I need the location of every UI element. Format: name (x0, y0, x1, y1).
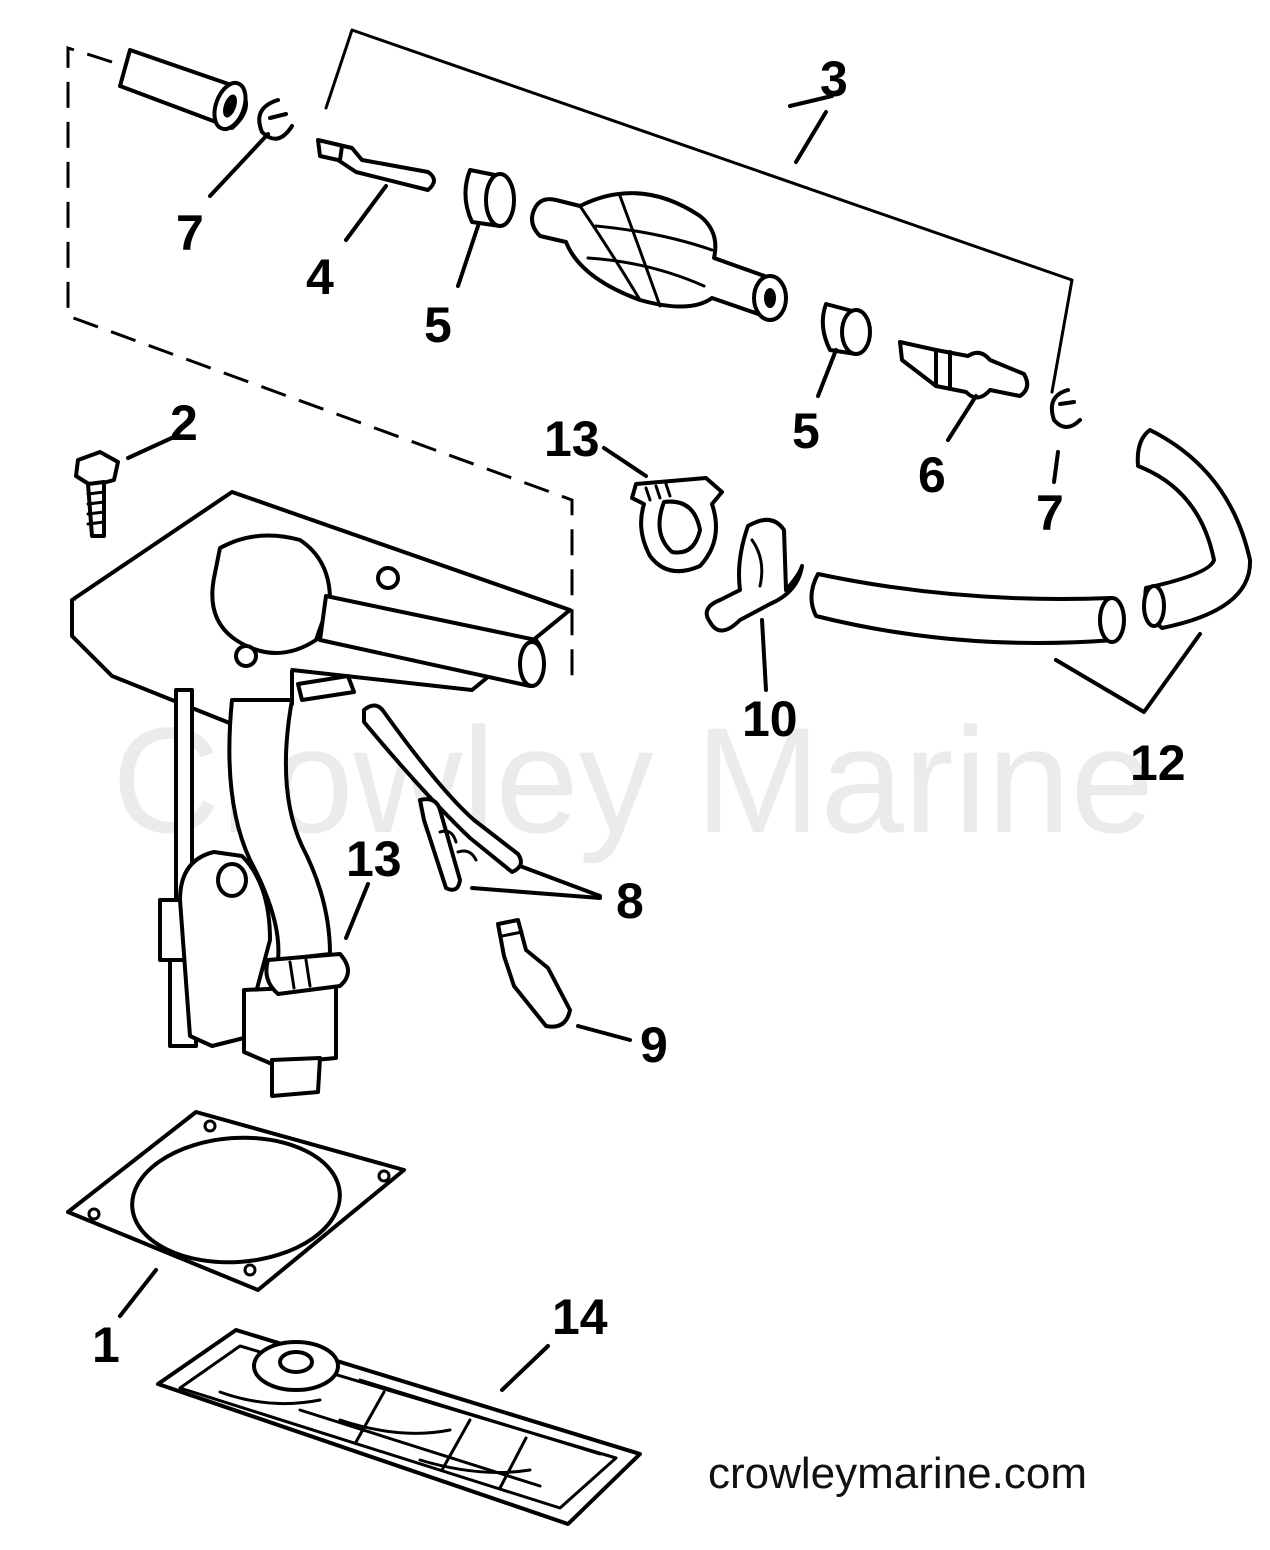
callout-6: 6 (918, 447, 946, 503)
nut-upper (463, 168, 516, 228)
callout-4: 4 (306, 249, 334, 305)
tie-strap (704, 518, 804, 633)
hose-clamp-upper (630, 476, 724, 574)
gasket (66, 1110, 406, 1292)
check-valve-outlet (898, 340, 1030, 400)
callout-1: 1 (92, 1317, 120, 1373)
callout-10: 10 (742, 691, 798, 747)
check-valve-inlet (316, 138, 436, 192)
pickup-filter-screen (156, 1328, 642, 1526)
callout-2: 2 (170, 395, 198, 451)
assembly-boundary (66, 28, 1074, 680)
callout-7-left: 7 (176, 205, 204, 261)
callout-9: 9 (640, 1017, 668, 1073)
primer-bulb (530, 191, 788, 322)
wire-leads (362, 703, 523, 892)
callout-5-upper: 5 (424, 297, 452, 353)
callout-5-right: 5 (792, 403, 820, 459)
site-url[interactable]: crowleymarine.com (708, 1449, 1087, 1498)
callout-13-upper: 13 (544, 411, 600, 467)
callout-12: 12 (1130, 735, 1186, 791)
callout-14: 14 (552, 1289, 608, 1345)
bolt (74, 450, 120, 538)
callout-labels: 3 7 4 5 2 13 5 6 7 10 12 13 8 9 1 14 (92, 51, 1186, 1373)
callout-3: 3 (820, 51, 848, 107)
leader-lines (118, 94, 1202, 1392)
clip-right (1049, 388, 1082, 429)
fuel-hose (809, 428, 1253, 645)
callout-13-lower: 13 (346, 831, 402, 887)
nut-right (820, 302, 872, 356)
terminal (496, 918, 572, 1029)
hose-short (118, 48, 248, 132)
clip-left (257, 98, 294, 141)
callout-7-right: 7 (1036, 485, 1064, 541)
fuel-tank-pickup (70, 490, 572, 1098)
callout-8: 8 (616, 873, 644, 929)
